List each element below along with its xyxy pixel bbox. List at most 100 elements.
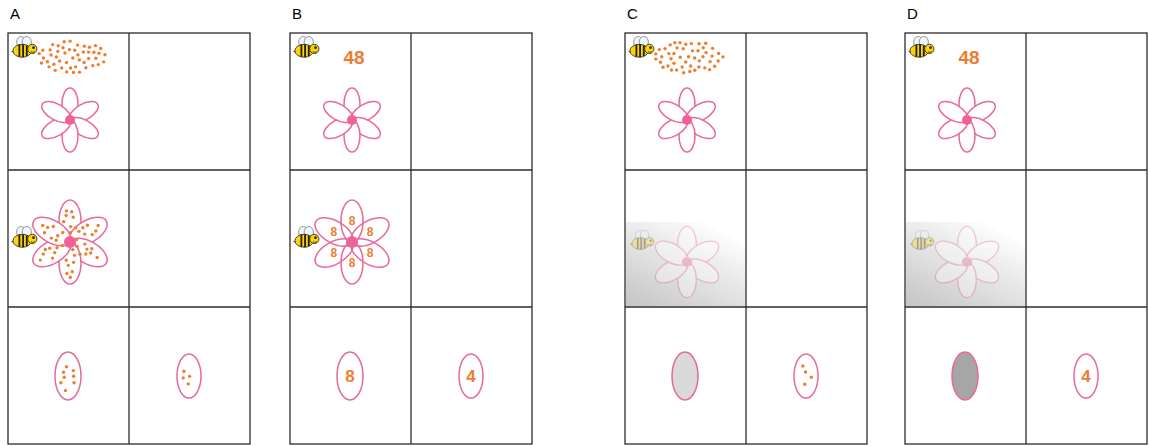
- pollen-dot: [704, 51, 707, 54]
- count-number: 4: [1081, 368, 1090, 385]
- pollen-dot: [86, 224, 89, 227]
- pollen-dot: [704, 42, 707, 45]
- pollen-dot: [89, 251, 92, 254]
- pollen-dot: [88, 45, 91, 48]
- pollen-dot: [37, 52, 40, 55]
- pollen-oval: 4: [1072, 352, 1100, 400]
- total-count: 48: [958, 48, 979, 67]
- pollen-dot: [804, 370, 807, 373]
- pollen-dot: [83, 242, 86, 245]
- pollen-dot: [69, 275, 72, 278]
- pollen-dot: [803, 383, 806, 386]
- count-number: 8: [349, 257, 356, 269]
- pollen-dot: [73, 49, 76, 52]
- pollen-dot: [73, 254, 76, 257]
- pollen-dot: [680, 65, 683, 68]
- pollen-dot: [49, 53, 52, 56]
- pollen-dot: [53, 251, 56, 254]
- flower: [38, 88, 101, 152]
- panel-letter: B: [292, 6, 302, 21]
- pollen-dot: [75, 238, 78, 241]
- pollen-dot: [76, 43, 79, 46]
- pollen-dot: [95, 256, 98, 259]
- pollen-dot: [78, 252, 81, 255]
- faded-memory: [626, 222, 745, 306]
- pollen-dot: [61, 244, 64, 247]
- pollen-dot: [47, 65, 50, 68]
- pollen-dot: [654, 57, 657, 60]
- pollen-dot: [667, 52, 670, 55]
- pollen-dot: [65, 258, 68, 261]
- pollen-dot: [672, 62, 675, 65]
- pollen-dot: [84, 252, 87, 255]
- pollen-dot: [721, 55, 724, 58]
- pollen-dot: [188, 375, 191, 378]
- grey-oval: [672, 352, 698, 400]
- pollen-dot: [82, 50, 85, 53]
- faded-memory: [906, 222, 1025, 306]
- pollen-dot: [660, 55, 663, 58]
- pollen-dot: [682, 71, 685, 74]
- node-outline-shape: [310, 211, 357, 251]
- pollen-dot: [67, 264, 70, 267]
- pollen-dot: [65, 272, 68, 275]
- pollen-dot: [52, 225, 55, 228]
- count-number: 8: [330, 247, 337, 259]
- pollen-dot: [691, 49, 694, 52]
- pollen-dot: [658, 48, 661, 51]
- pollen-dot: [62, 40, 65, 43]
- dot-group: [801, 364, 813, 386]
- pollen-dot: [75, 245, 78, 248]
- pollen-dot: [97, 52, 100, 55]
- count-number: 8: [367, 247, 374, 259]
- bee-icon: [11, 226, 37, 247]
- bee-icon: [293, 226, 319, 247]
- pollen-dot: [675, 46, 678, 49]
- pollen-dot: [696, 49, 699, 52]
- flower: [320, 88, 383, 152]
- pollen-dot: [50, 236, 53, 239]
- pollen-dot: [68, 48, 71, 51]
- pollen-dot: [44, 248, 47, 251]
- bee-icon: [293, 36, 319, 57]
- pollen-dot: [56, 50, 59, 53]
- pollen-dot: [65, 365, 68, 368]
- pollen-dot: [64, 214, 67, 217]
- flower: [655, 88, 718, 152]
- dot-group: [62, 209, 77, 234]
- pollen-dot: [77, 230, 80, 233]
- pollen-dot: [62, 220, 65, 223]
- pollen-dot: [87, 50, 90, 53]
- pollen-dot: [72, 381, 75, 384]
- pollen-dot: [52, 63, 55, 66]
- pollen-dot: [666, 64, 669, 67]
- pollen-dot: [693, 68, 696, 71]
- pollen-dot: [717, 52, 720, 55]
- pollen-dot: [72, 375, 75, 378]
- faded-flower: [630, 226, 723, 297]
- pollen-dot: [682, 47, 685, 50]
- dark-oval: [952, 352, 978, 400]
- pollen-dot: [78, 58, 81, 61]
- pollen-dot: [74, 65, 77, 68]
- pollen-dot: [713, 64, 716, 67]
- pollen-dot: [693, 56, 696, 59]
- pollen-dot: [701, 46, 704, 49]
- pollen-dot: [663, 47, 666, 50]
- pollen-dot: [46, 60, 49, 63]
- count-number: 8: [345, 368, 354, 385]
- bee-icon: [908, 36, 934, 57]
- pollen-dot: [83, 44, 86, 47]
- petal-count: 8: [311, 209, 357, 255]
- pollen-dot: [65, 70, 68, 73]
- pollen-dot: [670, 68, 673, 71]
- count-number: 4: [466, 368, 475, 385]
- pollen-oval: 4: [457, 352, 485, 400]
- pollen-dot: [94, 229, 97, 232]
- pollen-dot: [711, 47, 714, 50]
- panel-letter: C: [627, 6, 638, 21]
- pollen-dot: [55, 246, 58, 249]
- pollen-dot: [61, 231, 64, 234]
- pollen-dot: [708, 60, 711, 63]
